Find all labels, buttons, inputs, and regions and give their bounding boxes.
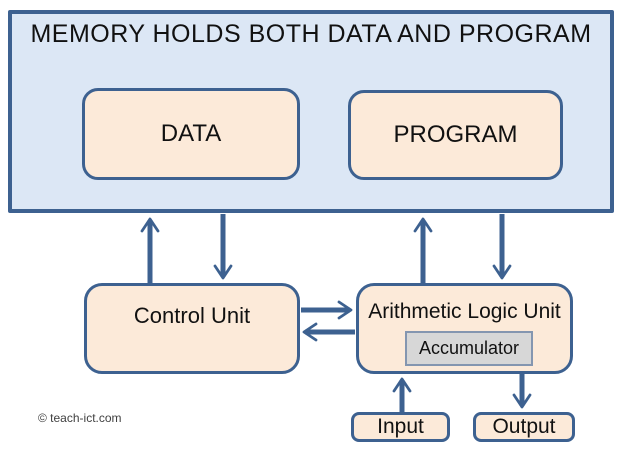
program-label: PROGRAM — [393, 121, 518, 148]
data-label: DATA — [160, 120, 222, 147]
data-box: DATA — [82, 88, 300, 180]
output-box: Output — [473, 412, 575, 442]
memory-title: MEMORY HOLDS BOTH DATA AND PROGRAM — [30, 20, 592, 48]
control-unit-label: Control Unit — [133, 303, 251, 328]
accumulator-box: Accumulator — [405, 331, 533, 366]
control-unit-box: Control Unit — [84, 283, 300, 374]
program-box: PROGRAM — [348, 90, 563, 180]
alu-label: Arithmetic Logic Unit — [368, 300, 561, 323]
input-box: Input — [351, 412, 450, 442]
copyright-text: © teach-ict.com — [38, 411, 122, 425]
output-label: Output — [492, 415, 556, 438]
input-label: Input — [377, 415, 424, 438]
accumulator-label: Accumulator — [418, 338, 520, 358]
